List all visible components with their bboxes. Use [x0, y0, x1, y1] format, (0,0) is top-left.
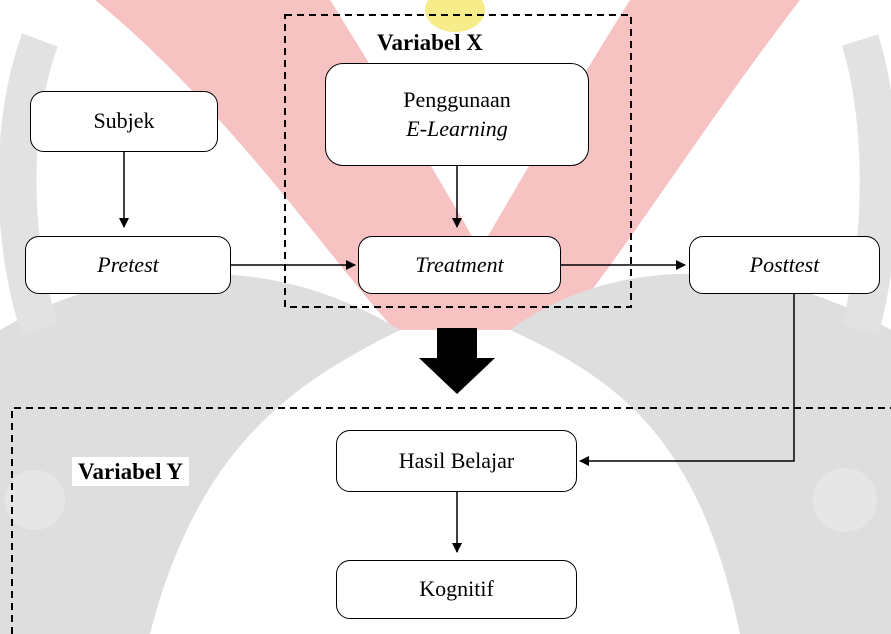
watermark-gray-shape-right	[510, 273, 891, 634]
node-hasil-belajar-label: Hasil Belajar	[398, 447, 515, 473]
node-pretest-label: Pretest	[97, 251, 159, 277]
watermark-dot-left	[5, 470, 65, 530]
watermark-gray-arc-left	[0, 33, 59, 337]
node-subjek-label: Subjek	[93, 108, 155, 134]
variabel-x-title: Variabel X	[377, 30, 483, 56]
node-penggunaan-label: Penggunaan	[403, 86, 511, 112]
node-e-learning-label: E-Learning	[406, 115, 508, 141]
watermark-dot-right	[813, 468, 877, 532]
node-penggunaan-e-learning: Penggunaan E-Learning	[325, 63, 589, 166]
variabel-x-label: Variabel X	[377, 30, 483, 55]
node-hasil-belajar: Hasil Belajar	[336, 430, 577, 492]
variabel-y-group-box	[11, 407, 891, 634]
node-posttest-label: Posttest	[749, 251, 820, 277]
big-down-arrow	[419, 328, 495, 394]
variabel-y-title: Variabel Y	[72, 457, 189, 486]
node-kognitif-label: Kognitif	[419, 576, 494, 602]
watermark-gray-shape	[0, 273, 400, 634]
arrow-posttest-to-hasil-belajar	[579, 294, 795, 466]
node-treatment: Treatment	[358, 236, 561, 294]
node-treatment-label: Treatment	[415, 251, 504, 277]
node-subjek: Subjek	[30, 91, 218, 152]
node-posttest: Posttest	[689, 236, 880, 294]
watermark-red-shape	[95, 0, 800, 330]
node-kognitif: Kognitif	[336, 560, 577, 619]
variabel-x-group-box	[284, 14, 632, 308]
variabel-y-label: Variabel Y	[72, 457, 189, 486]
node-pretest: Pretest	[25, 236, 231, 294]
